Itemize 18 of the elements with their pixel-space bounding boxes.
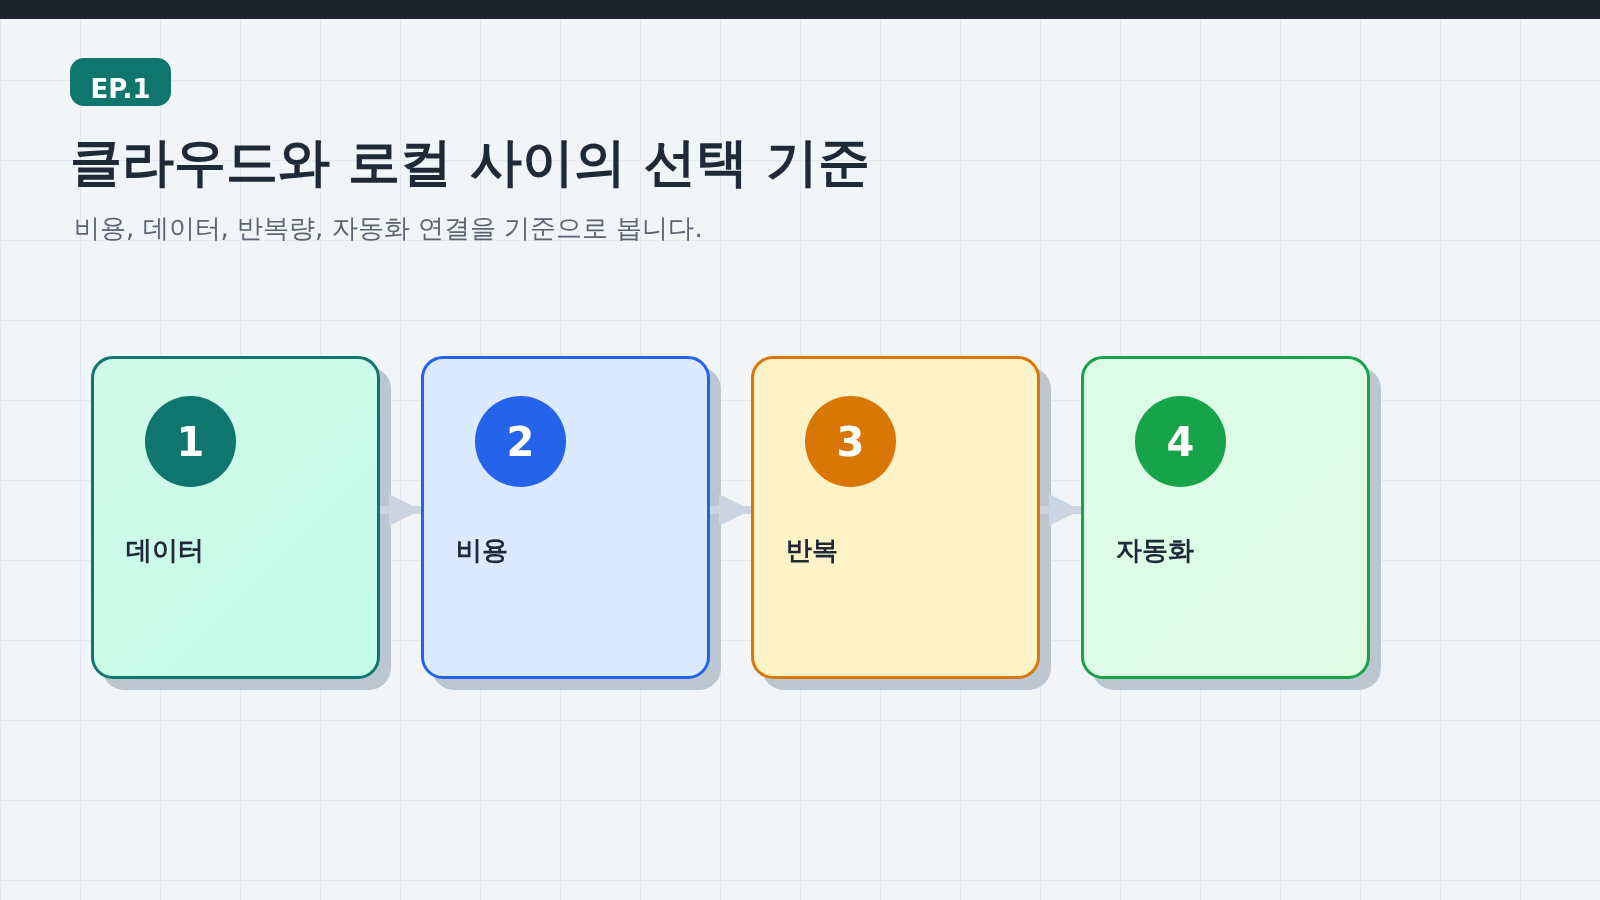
number-circle: 1 — [145, 396, 236, 487]
arrow — [710, 494, 751, 526]
step-label: 비용 — [456, 534, 508, 567]
step-card — [751, 356, 1040, 679]
arrow — [380, 494, 421, 526]
episode-badge: EP.1 — [70, 58, 171, 106]
subtitle: 비용, 데이터, 반복량, 자동화 연결을 기준으로 봅니다. — [74, 212, 703, 245]
number-circle: 2 — [475, 396, 566, 487]
arrow — [1040, 494, 1081, 526]
step-card — [91, 356, 380, 679]
step-label: 반복 — [786, 534, 838, 567]
step-label: 데이터 — [126, 534, 204, 567]
step-card — [1081, 356, 1370, 679]
step-label: 자동화 — [1116, 534, 1194, 567]
step-card — [421, 356, 710, 679]
title: 클라우드와 로컬 사이의 선택 기준 — [70, 131, 871, 194]
number-circle: 4 — [1135, 396, 1226, 487]
number-circle: 3 — [805, 396, 896, 487]
